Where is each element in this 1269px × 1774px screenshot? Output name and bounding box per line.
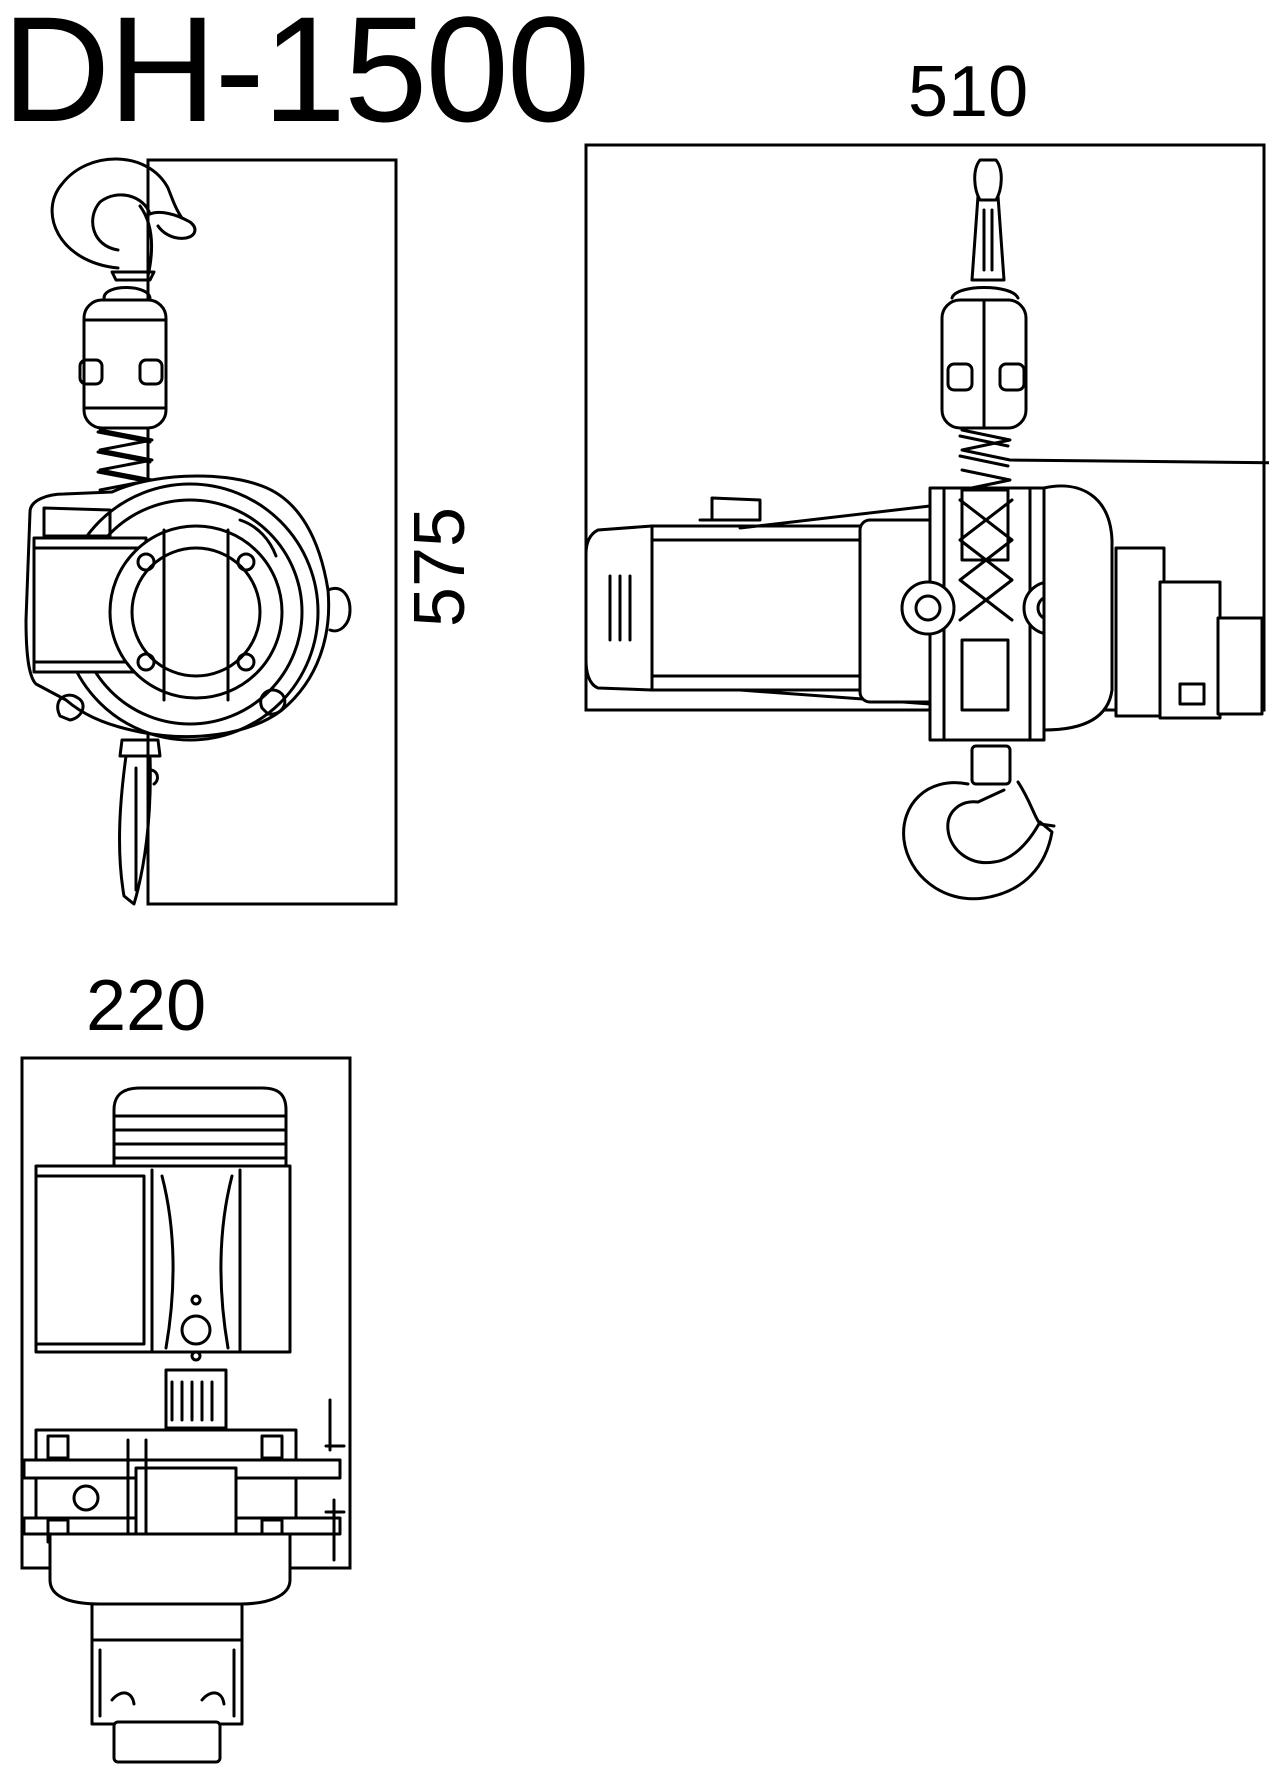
width-dimension-side-view: 510 (908, 52, 1029, 132)
model-title: DH-1500 (2, 0, 590, 153)
top-motor-body (36, 1166, 290, 1428)
width-dimension-top-view: 220 (86, 966, 207, 1046)
top-motor-cap (114, 1088, 286, 1170)
front-body (26, 476, 350, 740)
top-gear-box (50, 1534, 290, 1762)
top-view (22, 1058, 350, 1762)
side-view (586, 145, 1269, 899)
side-gear-housing (860, 486, 1262, 740)
top-flange-plates (24, 1400, 344, 1560)
side-spring (960, 430, 1269, 490)
front-bottom-hook (120, 740, 160, 904)
front-top-hook (52, 159, 195, 280)
side-swivel-block (942, 288, 1026, 429)
side-view-bounding-box (586, 145, 1264, 710)
side-top-hook (972, 160, 1004, 280)
side-bottom-hook (904, 746, 1054, 899)
front-swivel-block (80, 288, 166, 429)
front-view (26, 159, 396, 904)
